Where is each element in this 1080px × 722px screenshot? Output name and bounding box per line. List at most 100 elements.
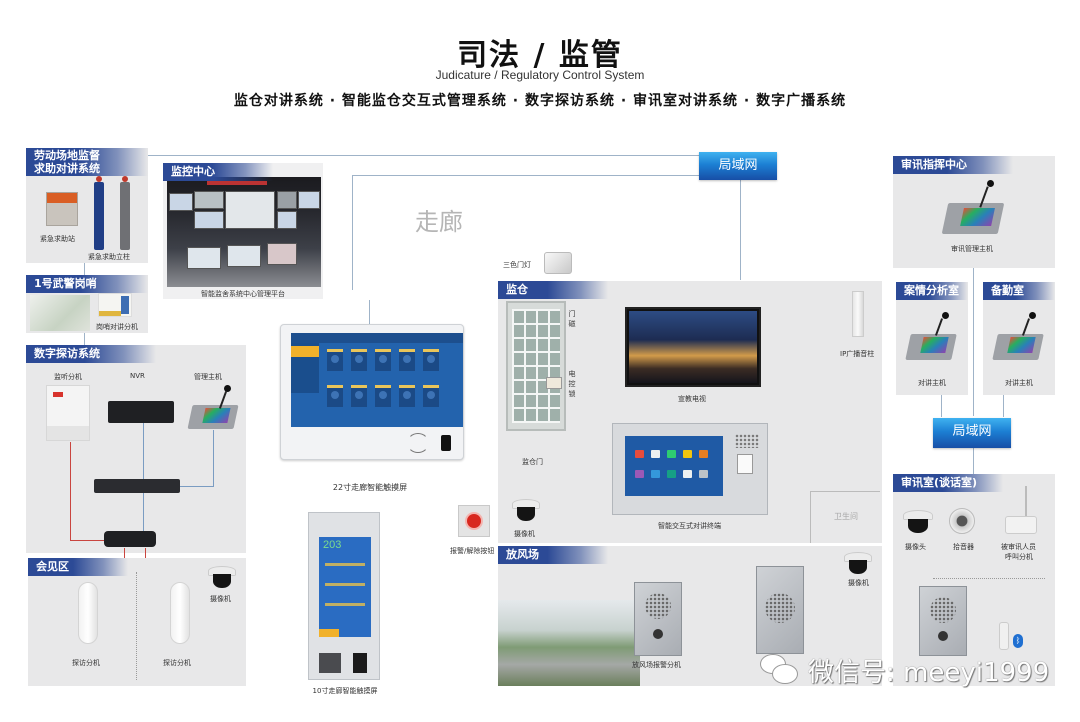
panel-header: 备勤室: [983, 282, 1055, 300]
watermark-text: 微信号: meeyi1999: [808, 658, 1050, 688]
touchscreen-22-inch: [280, 324, 464, 460]
room-number: 203: [323, 539, 342, 551]
yard-image: [498, 600, 640, 686]
nvr-device: [108, 401, 174, 423]
interrogation-management-host: [941, 178, 1005, 234]
network-link: [973, 268, 974, 416]
camera-icon: [208, 566, 236, 590]
sentry-intercom-device: [98, 293, 132, 317]
visit-handset-2-label: 探访分机: [163, 659, 191, 667]
link-monitor-gateway: [70, 442, 71, 540]
sentry-intercom-label: 岗哨对讲分机: [96, 323, 138, 331]
management-host-console: [187, 385, 239, 429]
network-link: [941, 395, 942, 417]
yard-alarm-station-label: 放风场报警分机: [632, 661, 681, 669]
panel-case-analysis: 案情分析室 对讲主机: [896, 282, 968, 395]
link-switch-gateway: [143, 493, 144, 531]
interrogation-intercom-panel: [919, 586, 967, 656]
yard-alarm-station: [634, 582, 682, 656]
visit-handset-2: [170, 582, 190, 644]
electric-lock-label: 电控锁: [568, 370, 576, 398]
sentry-booth-image: [30, 295, 90, 331]
touchscreen-10-inch: 203: [308, 512, 380, 680]
panel-labor-field: 劳动场地监督 求助对讲系统 紧急求助站 紧急求助立柱: [26, 148, 148, 263]
visit-handset-1-label: 探访分机: [72, 659, 100, 667]
camera-icon: [903, 510, 933, 536]
emergency-help-station-label: 紧急求助站: [40, 235, 75, 243]
network-link: [1003, 395, 1004, 417]
visit-gateway: [104, 531, 156, 547]
sound-pickup: [949, 508, 975, 534]
wechat-icon: [760, 654, 800, 686]
monitor-handset: [46, 385, 90, 441]
camera-icon: [844, 552, 872, 576]
panel-header: 监控中心: [163, 163, 273, 181]
panel-header: 放风场: [498, 546, 608, 564]
panel-meeting-area: 会见区 探访分机 探访分机 摄像机: [28, 558, 246, 686]
network-link: [973, 448, 974, 474]
systems-list: 监仓对讲系统 · 智能监仓交互式管理系统 · 数字探访系统 · 审讯室对讲系统 …: [233, 93, 847, 109]
panel-title-line2: 求助对讲系统: [34, 162, 100, 175]
panel-command-center: 审讯指挥中心 审讯管理主机: [893, 156, 1055, 268]
panel-header: 监仓: [498, 281, 608, 299]
panel-yard: 放风场 放风场报警分机 摄像机: [498, 546, 882, 686]
visit-handset-1: [78, 582, 98, 644]
link-monitor-gateway: [70, 540, 104, 541]
camera-icon: [512, 499, 540, 523]
bluetooth-headset: [999, 622, 1009, 650]
divider: [933, 578, 1045, 579]
toilet-area: [810, 491, 880, 543]
monitor-handset-label: 监听分机: [54, 373, 82, 381]
toilet-label: 卫生间: [834, 512, 858, 521]
corridor-area: [352, 175, 740, 285]
cell-door: [506, 301, 566, 431]
nvr-label: NVR: [130, 372, 145, 380]
intercom-host: [905, 312, 957, 360]
page-subtitle-english: Judicature / Regulatory Control System: [435, 68, 645, 82]
emergency-help-pillar-label: 紧急求助立柱: [88, 253, 130, 261]
network-link: [84, 333, 85, 345]
link-nvr-switch: [143, 423, 144, 479]
emergency-help-station: [46, 192, 78, 226]
education-tv: [625, 307, 761, 387]
suspect-call-station: [1005, 516, 1037, 534]
divider: [136, 572, 137, 680]
door-magnet-label: 门磁: [568, 310, 576, 328]
lan-switch-right: 局域网: [933, 418, 1011, 448]
camera-label: 摄像机: [210, 595, 231, 603]
panel-interrogation-room: 审讯室(谈话室) 摄像头 拾音器 被审讯人员 呼叫分机 ᛒ: [893, 474, 1055, 686]
network-switch: [94, 479, 180, 493]
panel-title-line1: 劳动场地监督: [34, 149, 100, 162]
bluetooth-icon: ᛒ: [1013, 634, 1023, 648]
panel-header: 审讯室(谈话室): [893, 474, 1003, 492]
monitor-center-image: [167, 177, 321, 287]
management-host-label: 管理主机: [194, 373, 222, 381]
corridor-label: 走廊: [415, 208, 463, 236]
alarm-reset-button-label: 报警/解除按钮: [450, 547, 495, 555]
panel-header: 案情分析室: [896, 282, 968, 300]
education-tv-label: 宣教电视: [678, 395, 706, 403]
camera-label: 摄像机: [848, 579, 869, 587]
interrogation-host-label: 审讯管理主机: [951, 245, 993, 253]
tricolor-door-light: [544, 252, 572, 274]
smart-intercom-terminal-label: 智能交互式对讲终端: [658, 522, 721, 530]
suspect-call-station-label-2: 呼叫分机: [1005, 553, 1033, 561]
touchscreen-22-label: 22寸走廊智能触摸屏: [332, 483, 408, 492]
panel-duty-room: 备勤室 对讲主机: [983, 282, 1055, 395]
page-title: 司法 / 监管: [457, 38, 623, 73]
panel-digital-visit: 数字探访系统 监听分机 NVR 管理主机: [26, 345, 246, 553]
panel-header: 1号武警岗哨: [26, 275, 148, 293]
camera-label: 摄像机: [514, 530, 535, 538]
emergency-help-pillar-grey: [120, 176, 130, 250]
touchscreen-22-display: [291, 333, 463, 427]
network-link: [740, 180, 741, 280]
touchscreen-10-display: [319, 537, 371, 637]
panel-header: 会见区: [28, 558, 128, 576]
camera-label: 摄像头: [905, 543, 926, 551]
panel-header: 劳动场地监督 求助对讲系统: [26, 148, 148, 176]
lan-switch-main: 局域网: [699, 152, 777, 180]
intercom-host: [992, 312, 1044, 360]
door-light-label: 三色门灯: [503, 261, 531, 269]
network-link: [369, 300, 370, 324]
panel-sentry: 1号武警岗哨 岗哨对讲分机: [26, 275, 148, 333]
